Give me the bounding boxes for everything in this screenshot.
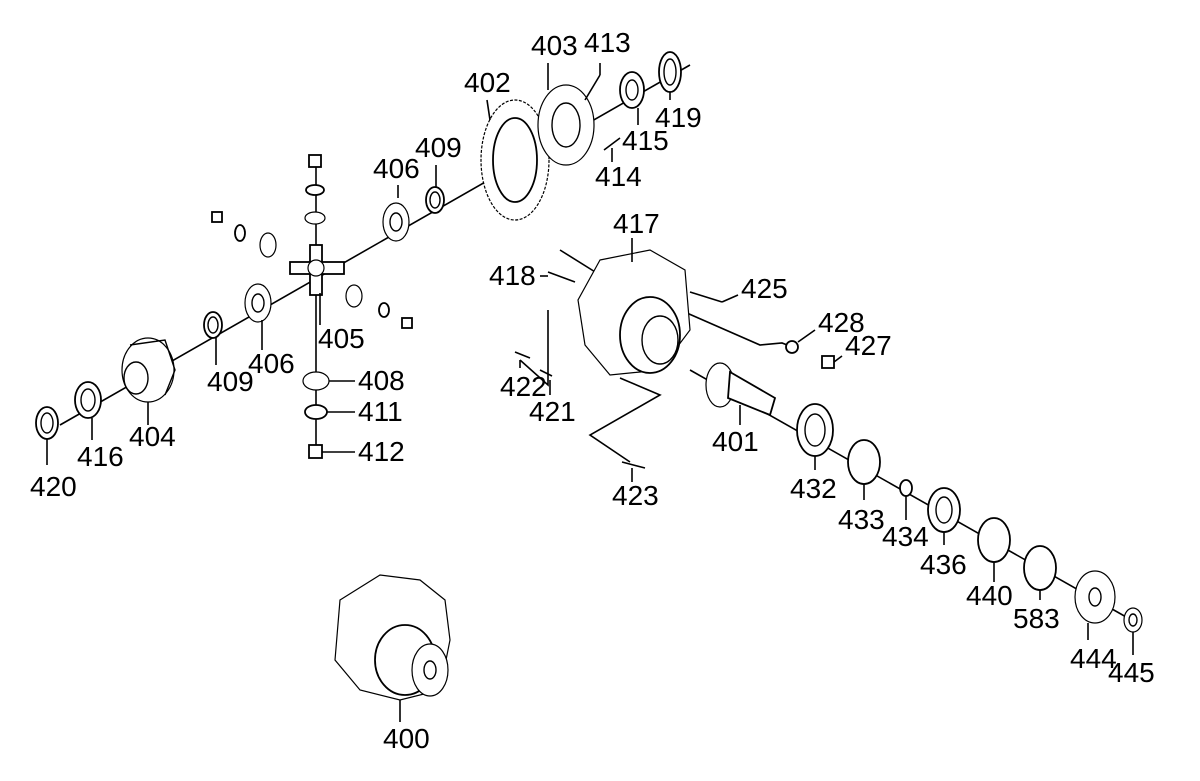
label-422: 422	[500, 371, 547, 402]
part-416-bearing	[74, 381, 102, 419]
label-406-upper: 406	[373, 153, 420, 184]
part-412-block	[308, 444, 323, 459]
differential-parts	[35, 154, 445, 459]
label-406-lower: 406	[248, 348, 295, 379]
part-404-differential-case	[121, 337, 176, 403]
part-444-companion-flange	[1074, 570, 1116, 624]
label-416: 416	[77, 441, 124, 472]
part-433-shim	[847, 439, 881, 485]
part-401-drive-pinion	[705, 362, 777, 417]
part-405-spider	[289, 244, 345, 296]
part-417-carrier-housing	[514, 249, 835, 469]
label-419: 419	[655, 102, 702, 133]
part-440-oil-seal	[977, 517, 1011, 563]
label-427: 427	[845, 330, 892, 361]
label-440: 440	[966, 580, 1013, 611]
part-409-washer-right	[425, 186, 445, 214]
part-408-pinion-gear	[302, 371, 330, 391]
label-400: 400	[383, 723, 430, 754]
label-403: 403	[531, 30, 578, 61]
label-412: 412	[358, 436, 405, 467]
part-432-bearing	[796, 403, 834, 457]
part-419-bearing-cup	[658, 51, 682, 93]
label-411: 411	[358, 396, 403, 427]
label-409-upper: 409	[415, 132, 462, 163]
part-402-ring-gear	[480, 99, 550, 221]
label-405: 405	[318, 323, 365, 354]
label-425: 425	[741, 273, 788, 304]
label-434: 434	[882, 521, 929, 552]
label-408: 408	[358, 365, 405, 396]
label-418: 418	[489, 260, 536, 291]
label-445: 445	[1108, 657, 1155, 688]
label-402: 402	[464, 67, 511, 98]
part-409-washer-left	[203, 311, 223, 339]
part-428-washer	[785, 340, 799, 354]
part-436-bearing	[927, 487, 961, 533]
label-423: 423	[612, 480, 659, 511]
label-409-lower: 409	[207, 366, 254, 397]
part-420-bearing-cup	[35, 406, 59, 440]
label-leaders	[46, 63, 1134, 722]
part-labels: 400 401 402 403 404 405 406 406 408 409 …	[30, 27, 1155, 754]
label-415: 415	[622, 125, 669, 156]
part-434-spacer	[899, 479, 913, 497]
part-445-nut	[1123, 607, 1143, 633]
label-420: 420	[30, 471, 77, 502]
drive-pinion-parts	[705, 362, 1143, 633]
part-406-side-gear-left	[244, 283, 272, 323]
label-436: 436	[920, 549, 967, 580]
part-423-bolt	[621, 461, 646, 469]
label-421: 421	[529, 396, 576, 427]
part-421-bolt	[539, 369, 553, 377]
part-403-carrier-flange	[537, 84, 595, 166]
label-432: 432	[790, 473, 837, 504]
part-425-bolt	[689, 291, 723, 303]
part-406-side-gear-right	[382, 202, 410, 242]
label-428: 428	[818, 307, 865, 338]
part-427-nut	[821, 355, 835, 369]
part-583-deflector	[1023, 545, 1057, 591]
label-433: 433	[838, 504, 885, 535]
label-444: 444	[1070, 643, 1117, 674]
label-401: 401	[712, 426, 759, 457]
part-422-bolt	[514, 351, 531, 359]
label-417: 417	[613, 208, 660, 239]
part-411-thrust-washer	[304, 404, 328, 420]
label-404: 404	[129, 421, 176, 452]
label-413: 413	[584, 27, 631, 58]
label-414: 414	[595, 161, 642, 192]
part-400-assembly	[334, 574, 451, 701]
part-413-bolt	[584, 74, 601, 101]
label-583: 583	[1013, 603, 1060, 634]
part-414-bolt	[603, 137, 621, 151]
part-415-bearing	[619, 71, 645, 109]
part-418-bolt	[547, 271, 576, 283]
ring-gear-parts	[480, 51, 682, 221]
